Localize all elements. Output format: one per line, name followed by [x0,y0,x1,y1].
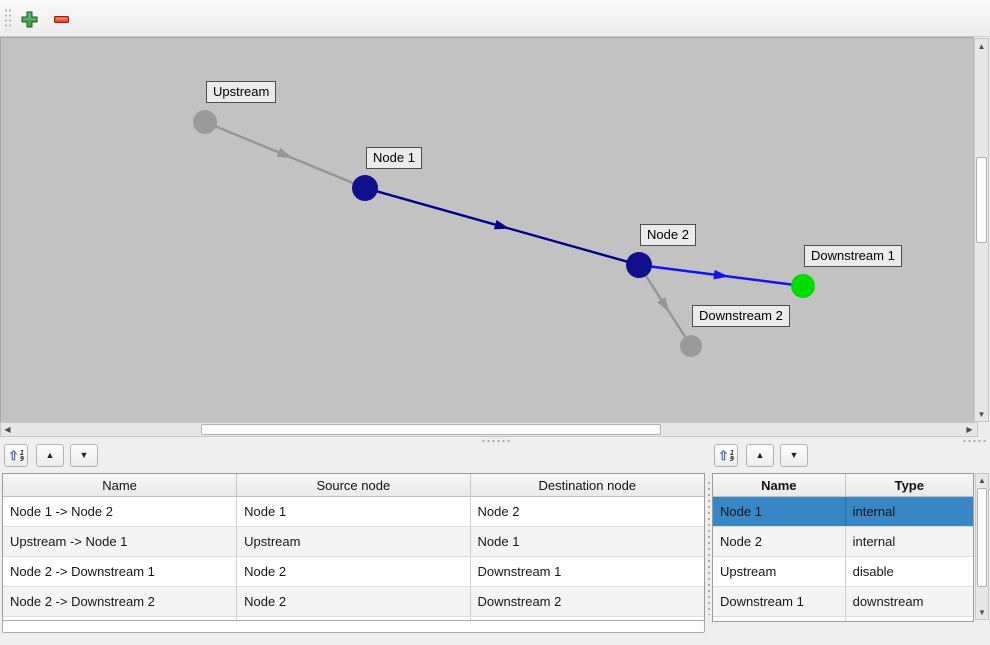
nodes-move-up-button[interactable]: ▲ [746,444,774,467]
edge-arrow-icon [657,297,670,313]
column-header-source-node[interactable]: Source node [237,474,471,496]
nodes-scrollbar-thumb[interactable] [977,488,987,587]
toolbar-drag-handle[interactable] [4,8,12,30]
node-node-1[interactable] [352,175,378,201]
splitter-handle[interactable] [481,439,510,444]
table-cell[interactable]: Node 1 [237,497,471,526]
table-cell [237,617,471,621]
table-cell[interactable]: Node 1 [477,534,520,549]
table-cell [713,617,846,621]
move-up-icon: ▲ [45,450,55,460]
column-header-name[interactable]: Name [713,474,846,496]
table-cell[interactable]: downstream [852,594,924,609]
table-cell [846,617,973,621]
scroll-up-arrow-icon[interactable]: ▲ [976,474,988,487]
table-cell[interactable]: internal [852,534,896,549]
scroll-up-arrow-icon[interactable]: ▲ [975,39,988,53]
table-cell[interactable]: Node 1 [713,497,846,526]
edges-move-up-button[interactable]: ▲ [36,444,64,467]
edge-arrow-icon [713,269,729,280]
canvas-vertical-scrollbar[interactable]: ▲ ▼ [974,38,989,422]
canvas-horizontal-scrollbar[interactable]: ◀ ▶ [0,422,978,437]
table-cell[interactable]: Upstream -> Node 1 [3,527,238,556]
table-cell[interactable]: disable [852,564,894,579]
table-cell[interactable]: Node 2 -> Downstream 1 [3,557,238,586]
table-cell [3,617,238,621]
empty-partial-row [3,617,704,621]
table-cell[interactable]: Node 2 -> Downstream 2 [3,587,238,616]
column-header-destination-node[interactable]: Destination node [538,477,637,493]
scroll-down-arrow-icon[interactable]: ▼ [976,606,988,619]
table-cell[interactable]: Node 1 -> Node 2 [3,497,238,526]
edge-arrow-icon [493,219,510,230]
column-header-name[interactable]: Name [3,474,238,496]
column-header-type[interactable]: Type [894,477,924,493]
table-cell[interactable]: Node 2 [237,587,471,616]
node-label-downstream-1[interactable]: Downstream 1 [804,245,902,267]
edges-move-down-button[interactable]: ▼ [70,444,98,467]
node-row-downstream-1[interactable]: Downstream 1 downstream [713,587,973,617]
scrollbar-corner [978,422,990,437]
table-cell[interactable]: Downstream 1 [477,564,562,579]
scroll-left-arrow-icon[interactable]: ◀ [1,423,14,436]
table-cell[interactable]: Node 2 [477,504,520,519]
add-button[interactable] [19,9,39,29]
splitter-handle-right[interactable] [962,439,988,444]
move-down-icon: ▼ [789,450,799,460]
table-cell[interactable]: Downstream 1 [713,587,846,616]
node-header-row: Name Type [713,474,973,497]
nodes-table-vertical-scrollbar[interactable]: ▲ ▼ [975,473,989,620]
horizontal-scrollbar-thumb[interactable] [201,424,661,435]
scroll-right-arrow-icon[interactable]: ▶ [963,423,976,436]
table-cell[interactable]: internal [852,504,896,519]
node-row-node-1[interactable]: Node 1 internal [713,497,973,527]
node-label-node-1[interactable]: Node 1 [366,147,422,169]
edges-table-horizontal-scrollbar[interactable] [2,620,705,633]
node-node-2[interactable] [626,252,652,278]
main-toolbar [0,0,990,37]
edge-arrow-icon [276,147,293,159]
table-cell[interactable]: Node 2 [237,557,471,586]
node-upstream[interactable] [193,110,217,134]
table-cell[interactable]: Downstream 2 [477,594,562,609]
plus-icon [21,11,37,27]
node-label-downstream-2[interactable]: Downstream 2 [692,305,790,327]
move-up-icon: ▲ [755,450,765,460]
nodes-move-down-button[interactable]: ▼ [780,444,808,467]
table-cell[interactable]: Upstream [713,557,846,586]
node-downstream-1[interactable] [791,274,815,298]
scroll-down-arrow-icon[interactable]: ▼ [975,407,988,421]
status-strip [0,633,990,645]
node-label-node-2[interactable]: Node 2 [640,224,696,246]
node-row-upstream[interactable]: Upstream disable [713,557,973,587]
empty-partial-row [713,617,973,621]
node-downstream-2[interactable] [680,335,702,357]
graph-svg [193,110,815,357]
table-cell[interactable]: Upstream [237,527,471,556]
node-row-node-2[interactable]: Node 2 internal [713,527,973,557]
minus-icon [53,15,69,23]
table-cell[interactable]: Node 2 [713,527,846,556]
vertical-scrollbar-thumb[interactable] [976,157,987,243]
move-down-icon: ▼ [79,450,89,460]
node-label-upstream[interactable]: Upstream [206,81,277,103]
remove-button[interactable] [51,9,71,29]
tables-splitter-handle[interactable] [707,480,711,615]
